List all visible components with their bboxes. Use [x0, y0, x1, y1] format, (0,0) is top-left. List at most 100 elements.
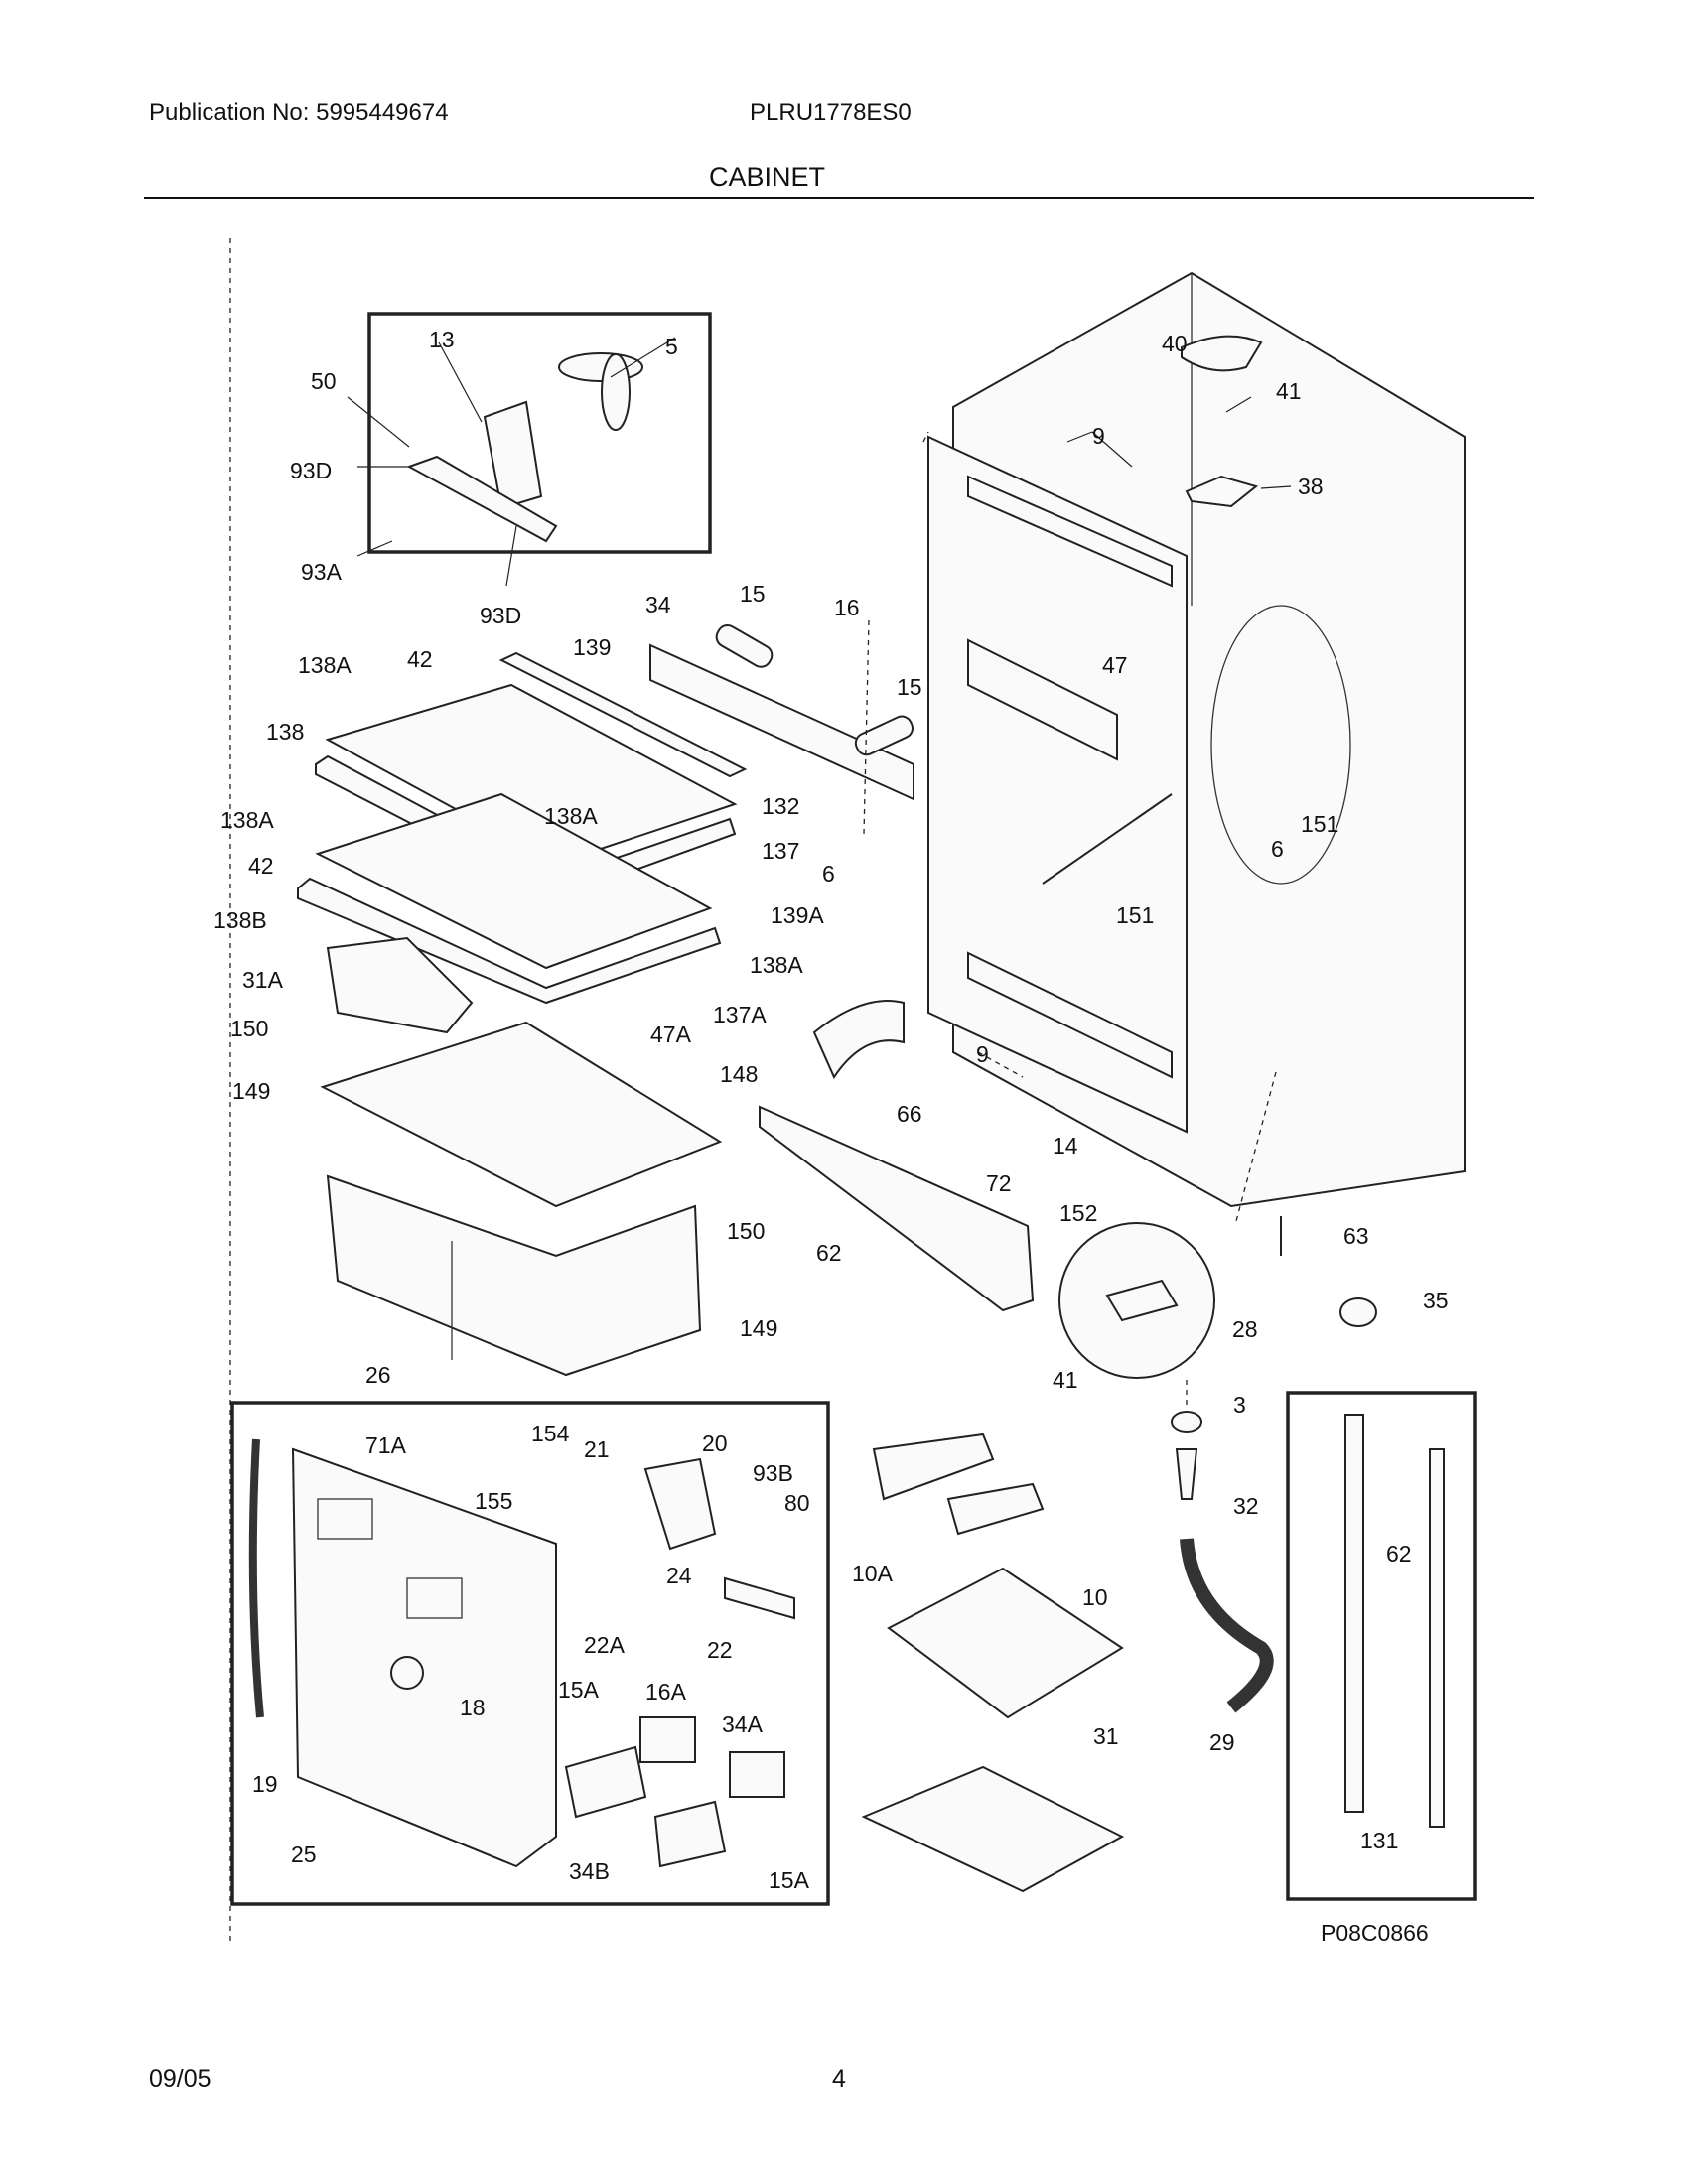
- light-socket-22: [724, 1576, 795, 1620]
- callout-40: 40: [1162, 331, 1188, 356]
- page-number: 4: [832, 2065, 846, 2093]
- callout-138A-b: 138A: [220, 807, 274, 833]
- motor-bracket: [406, 455, 558, 543]
- callout-13: 13: [429, 327, 455, 352]
- callout-15: 15: [740, 581, 766, 607]
- callout-131: 131: [1360, 1828, 1398, 1853]
- ladder-inset-frame: [1286, 1391, 1477, 1901]
- callout-93A: 93A: [301, 559, 343, 585]
- shelf-trim-139: [498, 651, 748, 778]
- callout-31: 31: [1093, 1723, 1119, 1749]
- callout-63: 63: [1343, 1223, 1369, 1249]
- callout-138B: 138B: [213, 907, 267, 933]
- fan-motor: [483, 400, 543, 510]
- callout-41: 41: [1276, 378, 1302, 404]
- callout-16: 16: [834, 595, 860, 620]
- callout-71A: 71A: [365, 1433, 407, 1458]
- callout-10A: 10A: [852, 1561, 894, 1586]
- evaporator-bracket-10A: [872, 1433, 995, 1501]
- callout-3: 3: [1233, 1392, 1246, 1418]
- evaporator-bracket-10: [946, 1482, 1045, 1536]
- evaporator-assembly: [861, 1433, 1125, 1893]
- callout-148: 148: [720, 1061, 758, 1087]
- hinge-cover: [1181, 335, 1263, 372]
- callout-93D-b: 93D: [480, 603, 521, 628]
- callout-62-b: 62: [1386, 1541, 1412, 1567]
- callout-152: 152: [1059, 1200, 1097, 1226]
- callout-149: 149: [232, 1078, 270, 1104]
- plug-3: [1171, 1411, 1202, 1433]
- glass-shelf-lower: [315, 792, 713, 970]
- shelves-assembly: [297, 624, 1035, 1377]
- callout-19: 19: [252, 1771, 278, 1797]
- control-knob-18: [390, 1656, 424, 1690]
- figure-code: P08C0866: [1321, 1920, 1429, 1946]
- light-housing-34A: [729, 1751, 785, 1798]
- callout-25: 25: [291, 1842, 317, 1867]
- shelf-ladder-131a: [1344, 1414, 1364, 1813]
- callout-138A: 138A: [298, 652, 352, 678]
- callout-14: 14: [1053, 1133, 1078, 1159]
- deli-drawer-31A: [326, 936, 474, 1034]
- callout-9-bottom: 9: [976, 1041, 989, 1067]
- callout-41-bottom: 41: [1053, 1367, 1078, 1393]
- bottom-rail: [967, 951, 1173, 1079]
- callout-93B: 93B: [753, 1460, 793, 1486]
- callout-151-b: 151: [1116, 902, 1154, 928]
- top-hinge: [1185, 475, 1259, 508]
- crisper-drawers: [326, 1174, 702, 1377]
- model-number: PLRU1778ES0: [750, 99, 912, 126]
- callout-32: 32: [1233, 1493, 1259, 1519]
- light-bulb-15b: [854, 715, 914, 756]
- callout-137A: 137A: [713, 1002, 767, 1027]
- callout-6-b: 6: [1271, 836, 1284, 862]
- callout-28: 28: [1232, 1316, 1258, 1342]
- callout-34: 34: [645, 592, 671, 617]
- drain-pan-31: [861, 1765, 1125, 1893]
- callout-42-b: 42: [248, 853, 274, 879]
- callout-150-b: 150: [727, 1218, 765, 1244]
- callout-138: 138: [266, 719, 304, 745]
- control-cover-20: [643, 1457, 717, 1551]
- compressor-outline: [1210, 605, 1351, 885]
- shelf-frame-upper: [315, 754, 737, 900]
- callout-66: 66: [897, 1101, 922, 1127]
- callout-132: 132: [762, 793, 799, 819]
- callout-22: 22: [707, 1637, 733, 1663]
- drain-hose-29: [1180, 1538, 1274, 1713]
- callout-50: 50: [311, 368, 337, 394]
- light-bulb-15: [715, 624, 774, 668]
- drain-trough-66: [812, 1000, 905, 1080]
- callout-15-b: 15: [897, 674, 922, 700]
- shelf-support-151: [1042, 793, 1173, 885]
- evaporator-coil: [887, 1567, 1124, 1719]
- crisper-cover-glass: [320, 1021, 723, 1208]
- cabinet-liner-front: [927, 435, 1188, 1134]
- callout-35: 35: [1423, 1288, 1449, 1313]
- callout-72: 72: [986, 1170, 1012, 1196]
- shelf-frame-lower: [297, 877, 722, 1005]
- light-shield-34: [649, 643, 914, 801]
- header-rule: [144, 197, 1534, 199]
- callout-154: 154: [531, 1421, 570, 1446]
- page-title: CABINET: [708, 162, 826, 192]
- control-inset-frame: [230, 1401, 830, 1906]
- top-rail: [967, 475, 1173, 588]
- callout-93D: 93D: [290, 458, 332, 483]
- callout-21: 21: [584, 1436, 610, 1462]
- callout-139: 139: [573, 634, 611, 660]
- callout-62: 62: [816, 1240, 842, 1266]
- callout-6: 6: [822, 861, 835, 887]
- footer-date: 09/05: [149, 2065, 211, 2093]
- callout-150: 150: [230, 1016, 268, 1041]
- publication-number: Publication No: 5995449674: [149, 99, 449, 126]
- lamp-lens-34B-a: [564, 1745, 647, 1819]
- callout-15A-b: 15A: [769, 1867, 810, 1893]
- callout-22A: 22A: [584, 1632, 626, 1658]
- gasket-strip-19: [248, 1438, 264, 1718]
- callout-20: 20: [702, 1431, 728, 1456]
- callout-80: 80: [784, 1490, 810, 1516]
- callout-139A: 139A: [771, 902, 824, 928]
- callout-155: 155: [475, 1488, 512, 1514]
